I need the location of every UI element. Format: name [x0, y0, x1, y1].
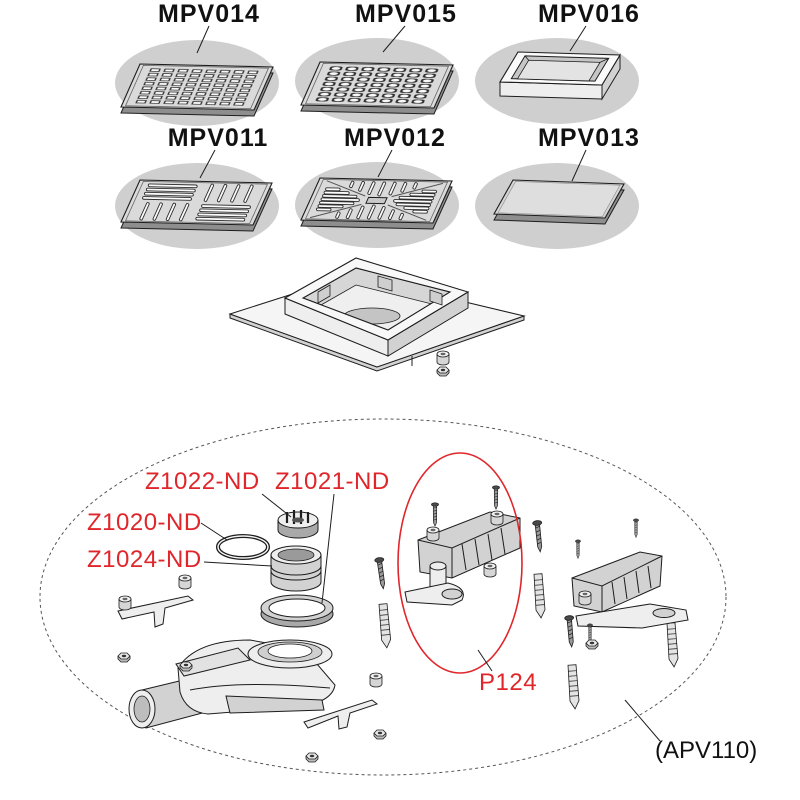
grate-mpv013 [475, 163, 639, 249]
collar-corner-tab [317, 284, 331, 304]
spacer-plug [118, 595, 132, 611]
fixing-screw [374, 556, 389, 590]
label-grate-mpv011: MPV011 [168, 124, 269, 152]
spacer-plug [369, 672, 383, 688]
hex-nut [373, 729, 387, 740]
label-part-z1020-nd: Z1020-ND [87, 509, 202, 536]
collar-washer [436, 350, 450, 366]
fixing-screw [532, 519, 546, 553]
drain-siphon-body [128, 639, 336, 729]
collar-corner-tab [429, 289, 443, 306]
grate-mpv016 [475, 38, 639, 124]
leader-line-mpv011 [199, 149, 216, 179]
part-z1021-nd [260, 594, 334, 628]
leader-line-z1020-nd [200, 522, 228, 541]
part-p124 [404, 485, 521, 606]
part-z1020-nd [216, 534, 270, 560]
label-part-z1024-nd: Z1024-ND [87, 546, 202, 573]
collar-nut [436, 366, 450, 377]
part-z1024-nd [270, 545, 322, 592]
label-grate-mpv016: MPV016 [538, 0, 640, 28]
label-grate-mpv015: MPV015 [355, 0, 457, 28]
leader-line-z1021-nd [321, 493, 335, 604]
wall-anchor [567, 664, 580, 710]
wall-anchor [378, 603, 392, 649]
label-grate-mpv013: MPV013 [538, 124, 640, 152]
wall-anchor [666, 622, 679, 668]
hex-nut [179, 661, 193, 672]
leader-line-mpv014 [196, 25, 210, 54]
spacer-plug [178, 574, 192, 590]
leader-line-mpv015 [382, 25, 406, 53]
label-part-z1022-nd: Z1022-ND [145, 468, 260, 495]
leader-line-p124 [477, 649, 493, 672]
leader-line-drain-kit [624, 699, 661, 742]
leader-line-z1024-nd [203, 561, 273, 567]
label-grate-mpv012: MPV012 [344, 124, 446, 152]
grate-mpv015 [295, 38, 459, 124]
p124-highlight-ring [397, 452, 523, 674]
label-grate-mpv014: MPV014 [158, 0, 260, 28]
grate-mpv011 [115, 163, 279, 249]
leader-line-mpv012 [377, 149, 393, 178]
leader-line-z1022-nd [261, 493, 292, 518]
mounting-bracket-left [117, 574, 195, 672]
grate-mpv012 [295, 162, 459, 248]
leader-line-mpv013 [571, 149, 587, 182]
leader-line-mpv016 [569, 25, 587, 52]
wall-anchor [533, 573, 546, 619]
leveling-foot-assembly [571, 518, 689, 650]
collar-corner-tab [377, 275, 393, 292]
collar-rim [283, 257, 470, 341]
hex-nut [117, 652, 131, 663]
label-part-z1021-nd: Z1021-ND [275, 468, 390, 495]
mounting-bracket-right [303, 672, 387, 763]
drain-body-collar [228, 257, 526, 377]
label-drain-kit: (APV110) [655, 737, 757, 764]
fixing-screw [564, 614, 577, 648]
hex-nut [305, 752, 319, 763]
part-z1022-nd [277, 510, 319, 539]
label-part-p124: P124 [479, 669, 537, 696]
grate-mpv014 [115, 40, 279, 126]
kit-boundary [39, 418, 727, 776]
